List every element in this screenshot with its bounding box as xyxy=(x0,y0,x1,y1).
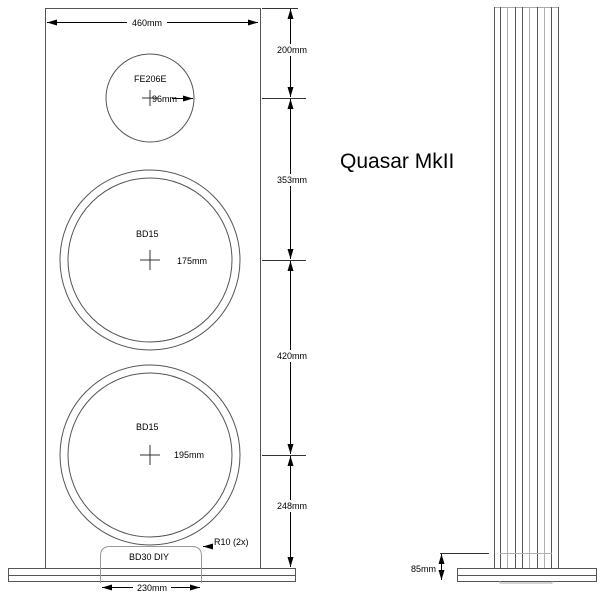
driver-bd15-lower-outer xyxy=(59,364,241,546)
driver-dim-fe206e: 96mm xyxy=(152,94,177,104)
height-dim-3: 420mm xyxy=(277,351,307,361)
plinth-height-label: 85mm xyxy=(411,564,436,574)
height-dim-2: 353mm xyxy=(277,175,307,185)
radius-label: R10 (2x) xyxy=(214,537,249,547)
driver-bd15-upper-outer xyxy=(59,169,241,351)
port-width-label: 230mm xyxy=(137,583,167,593)
port-label: BD30 DIY xyxy=(129,552,169,562)
driver-dim-bd15-upper: 175mm xyxy=(177,256,207,266)
width-label: 460mm xyxy=(132,18,162,28)
driver-name-bd15-upper: BD15 xyxy=(136,229,159,239)
front-cabinet-outline xyxy=(45,8,261,569)
side-view-column xyxy=(494,7,559,568)
driver-dim-bd15-lower: 195mm xyxy=(174,450,204,460)
height-dim-4: 248mm xyxy=(277,501,307,511)
driver-name-bd15-lower: BD15 xyxy=(136,422,159,432)
port-outline xyxy=(100,546,202,568)
drawing-title: Quasar MkII xyxy=(340,150,454,173)
driver-fe206e xyxy=(105,53,195,143)
driver-bd15-lower-inner xyxy=(67,372,233,538)
driver-name-fe206e: FE206E xyxy=(134,74,167,84)
driver-bd15-upper-inner xyxy=(67,177,233,343)
height-dim-1: 200mm xyxy=(277,45,307,55)
